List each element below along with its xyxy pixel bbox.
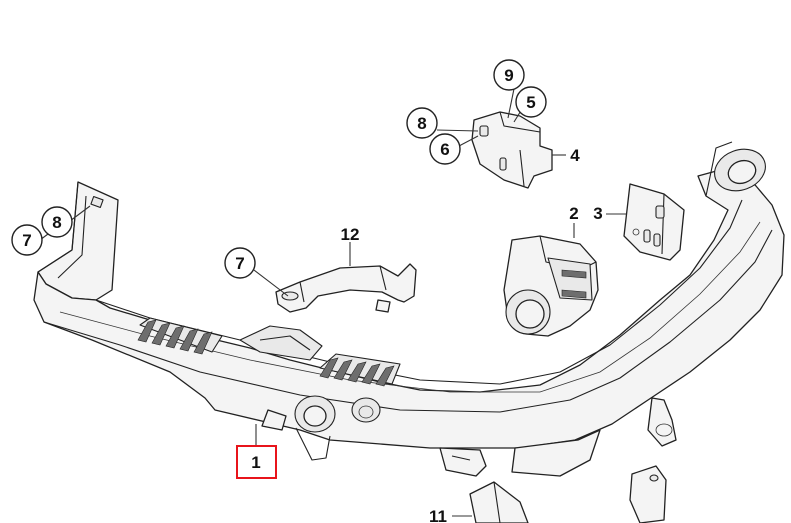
callout-4: 4 — [570, 146, 580, 165]
callout-3: 3 — [593, 204, 602, 223]
callout-6-label: 6 — [440, 140, 449, 159]
callout-2: 2 — [569, 204, 578, 223]
vent-ribs-right — [319, 357, 395, 387]
lower-bracket-part — [469, 465, 667, 523]
mounting-plate-3-part — [623, 183, 685, 261]
callout-11-label: 11 — [429, 507, 447, 523]
callout-1-label: 1 — [251, 453, 260, 472]
callout-8-upper: 8 — [406, 107, 438, 139]
callout-3-label: 3 — [593, 204, 602, 223]
callout-9-label: 9 — [504, 66, 513, 85]
highlight-box — [236, 445, 277, 479]
mounting-plate-4-part — [471, 111, 553, 189]
front-carrier-part — [33, 141, 785, 477]
callout-6: 6 — [429, 133, 461, 165]
callout-7-left-label: 7 — [22, 231, 31, 250]
callout-11: 11 — [429, 507, 447, 523]
callout-8-upper-label: 8 — [417, 114, 426, 133]
callout-9: 9 — [493, 59, 525, 91]
vent-ribs-left — [137, 319, 213, 355]
callout-5: 5 — [515, 86, 547, 118]
callout-7-left: 7 — [11, 224, 43, 256]
callout-4-label: 4 — [570, 146, 580, 165]
connector-housing-part — [503, 235, 599, 337]
callout-12: 12 — [341, 225, 360, 244]
callout-12-label: 12 — [341, 225, 360, 244]
callout-8-left: 8 — [41, 206, 73, 238]
callout-8-left-label: 8 — [52, 213, 61, 232]
callout-7-middle-label: 7 — [235, 254, 244, 273]
strap-bracket-part — [275, 263, 417, 313]
callout-2-label: 2 — [569, 204, 578, 223]
callout-5-label: 5 — [526, 93, 535, 112]
callout-1-highlighted: 1 — [236, 445, 277, 479]
callout-7-middle: 7 — [224, 247, 256, 279]
